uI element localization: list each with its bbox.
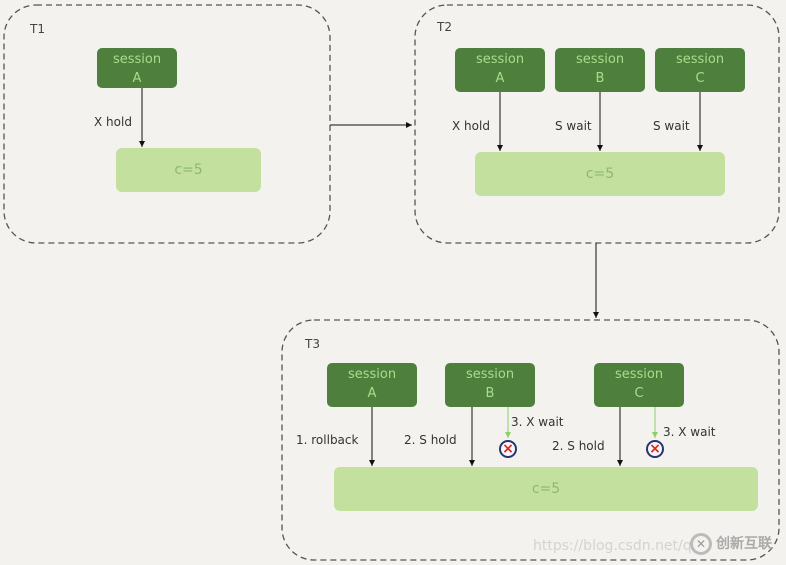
t3-edge-a: 1. rollback <box>296 433 359 447</box>
t2-resource: c=5 <box>475 152 725 196</box>
t3-wait-b-label: 3. X wait <box>511 415 564 429</box>
t1-panel <box>3 4 331 244</box>
session-name: B <box>595 71 605 86</box>
t1-label: T1 <box>30 22 45 36</box>
session-name: A <box>132 71 142 86</box>
t2-edge-a: X hold <box>452 119 490 133</box>
session-name: A <box>495 71 505 86</box>
session-name: B <box>485 386 495 401</box>
session-title: session <box>614 367 664 382</box>
session-name: C <box>695 71 705 86</box>
t2-label: T2 <box>437 20 452 34</box>
watermark-url: https://blog.csdn.net/q <box>533 538 692 554</box>
x-circle-icon: × <box>499 440 517 458</box>
t3-edge-b: 2. S hold <box>404 433 457 447</box>
t3-label: T3 <box>305 337 320 351</box>
session-name: A <box>367 386 377 401</box>
t2-edge-c: S wait <box>653 119 690 133</box>
t2-panel <box>414 4 780 244</box>
t1-resource: c=5 <box>116 148 261 192</box>
t3-panel <box>281 319 780 561</box>
session-title: session <box>675 52 725 67</box>
t1-edge-label: X hold <box>94 115 132 129</box>
x-circle-icon: × <box>646 440 664 458</box>
watermark-logo: 创新互联 <box>716 536 772 552</box>
session-title: session <box>465 367 515 382</box>
t3-edge-c: 2. S hold <box>552 439 605 453</box>
session-title: session <box>347 367 397 382</box>
t3-resource: c=5 <box>334 467 758 511</box>
session-name: C <box>634 386 644 401</box>
logo-icon: ✕ <box>690 533 712 555</box>
session-title: session <box>475 52 525 67</box>
session-title: session <box>575 52 625 67</box>
session-title: session <box>112 52 162 67</box>
t2-edge-b: S wait <box>555 119 592 133</box>
t3-wait-c-label: 3. X wait <box>663 425 716 439</box>
